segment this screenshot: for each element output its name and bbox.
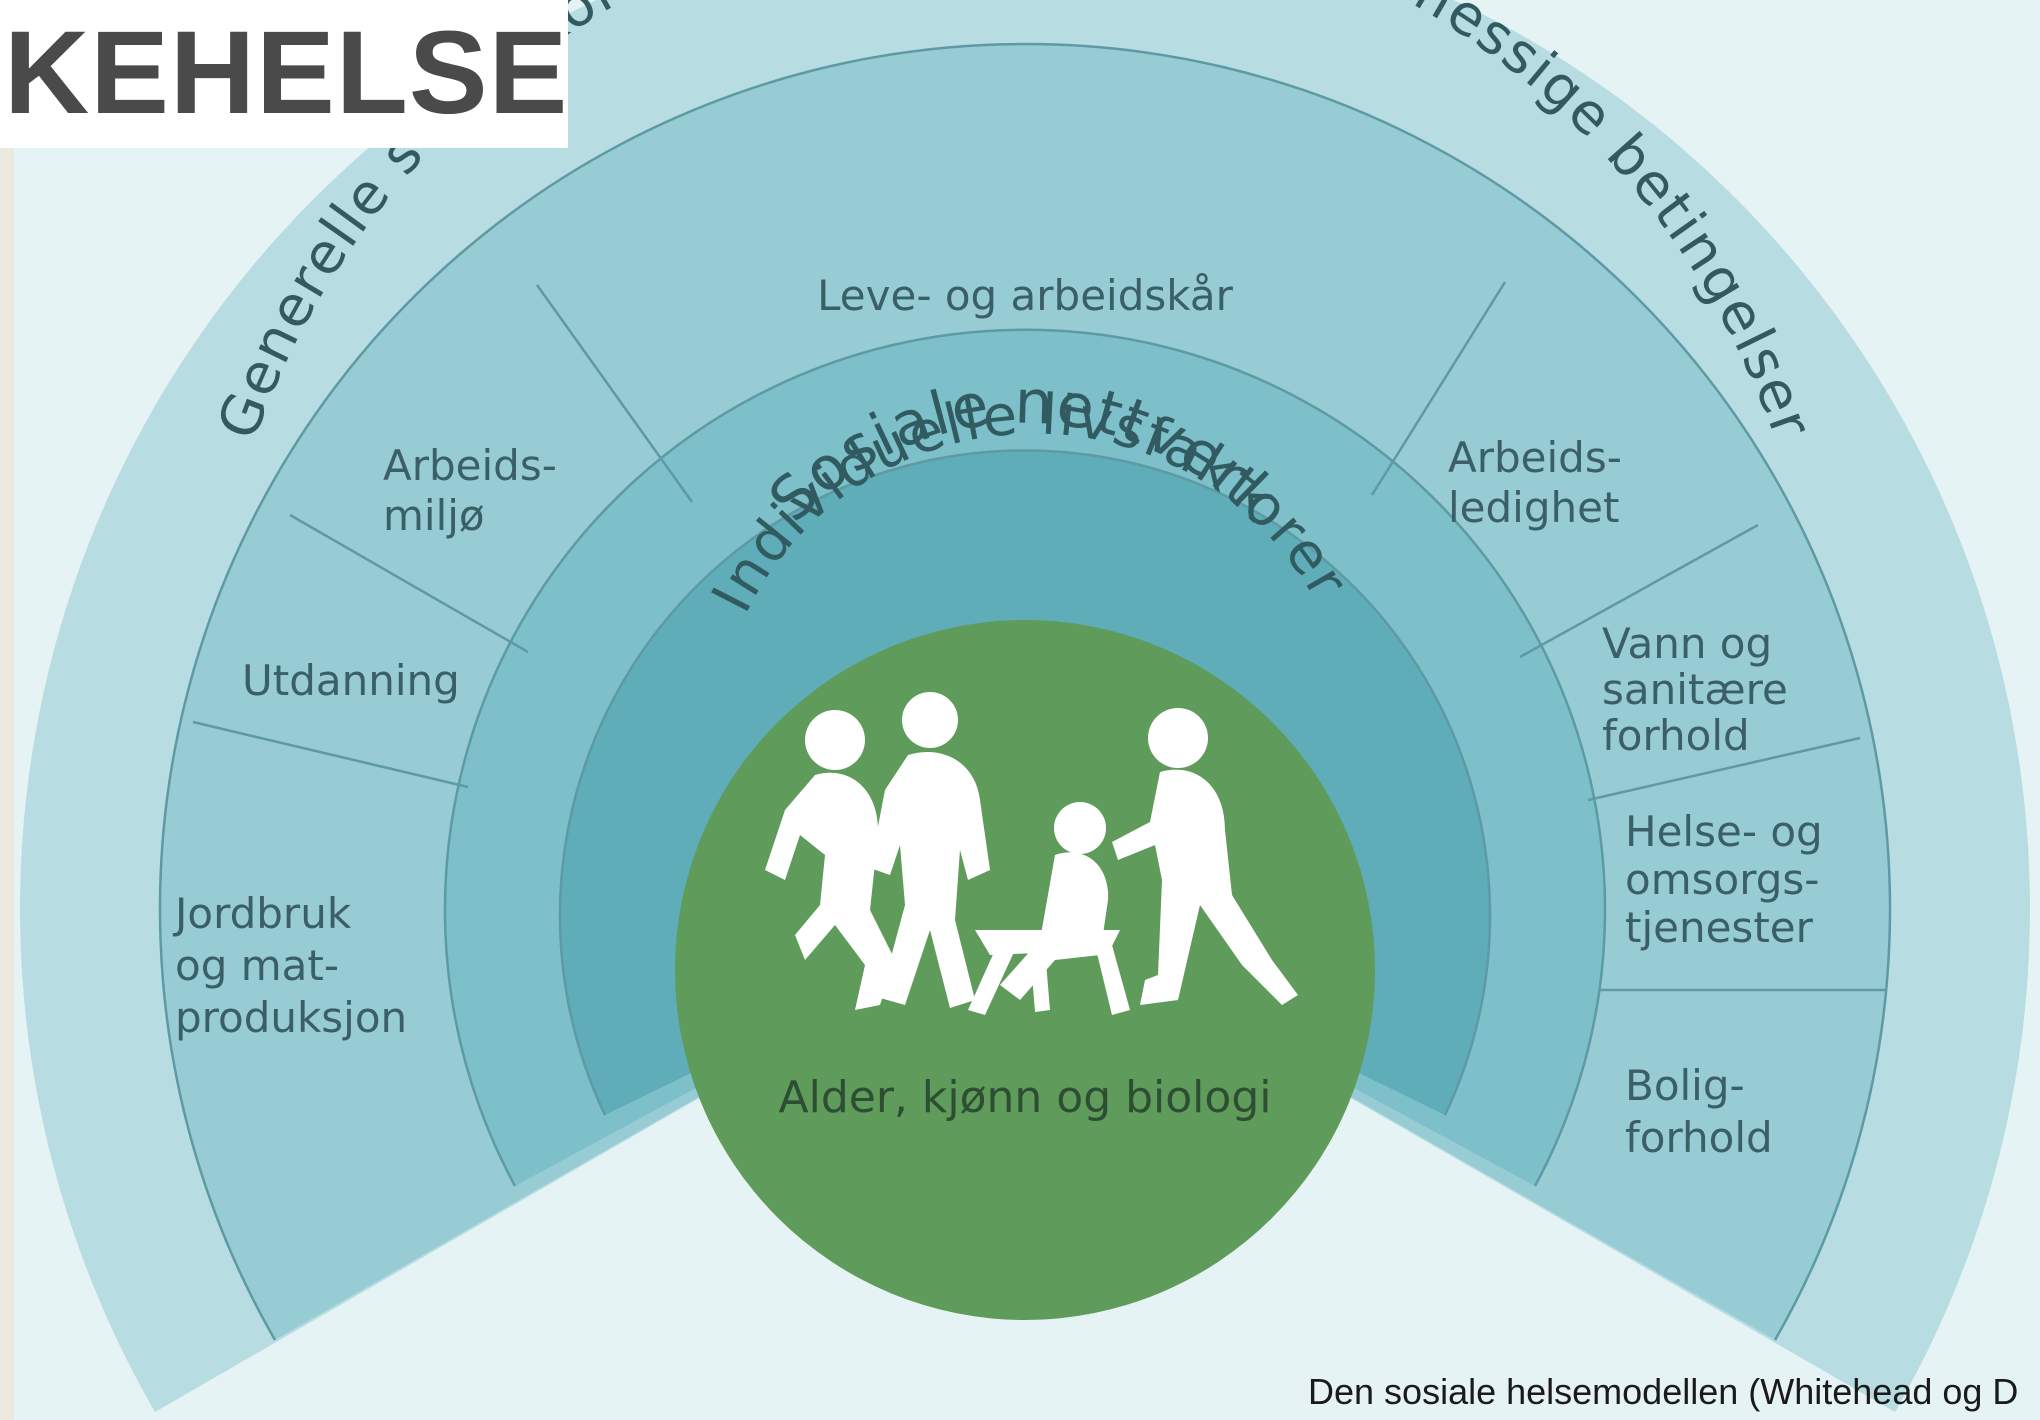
diagram-caption: Den sosiale helsemodellen (Whitehead og … <box>1308 1371 2019 1412</box>
segment-helse-label: Helse- og omsorgs- tjenester <box>1625 807 1836 952</box>
segment-utdanning-label: Utdanning <box>242 656 460 705</box>
people-running-icon <box>765 692 1298 1015</box>
segment-bolig-label: Bolig- forhold <box>1625 1061 1773 1162</box>
segment-dividers <box>192 281 1885 992</box>
segment-vann-label: Vann og sanitære forhold <box>1602 619 1801 760</box>
title-box: KEHELSE <box>0 0 568 148</box>
page-title: KEHELSE <box>4 7 569 139</box>
segment-arbeidsledighet-label: Arbeids- ledighet <box>1448 433 1635 532</box>
segment-jordbruk-label: Jordbruk og mat- produksjon <box>172 889 407 1042</box>
left-edge-strip <box>0 0 14 1420</box>
segment-arbeidsmiljo-label: Arbeids- miljø <box>383 441 570 540</box>
core-label: Alder, kjønn og biologi <box>779 1072 1272 1123</box>
segment-leve-label: Leve- og arbeidskår <box>817 271 1233 320</box>
ring-borders <box>158 42 1892 1341</box>
